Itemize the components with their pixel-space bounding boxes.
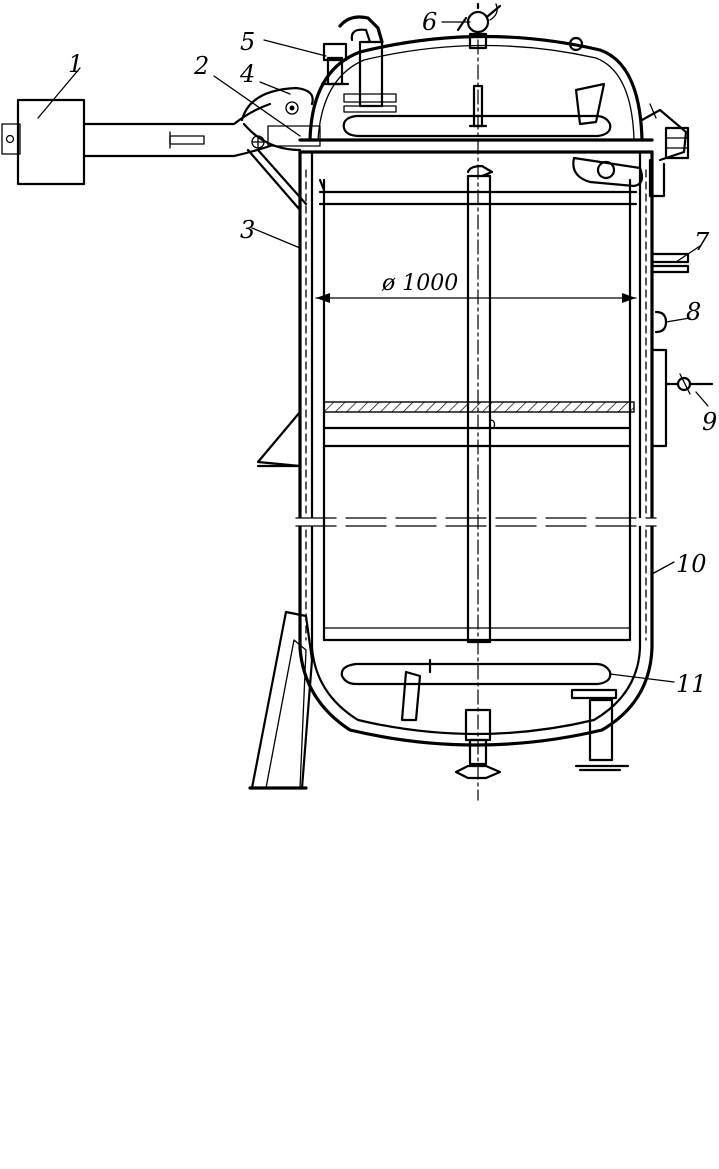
diameter-dimension: ø 1000 xyxy=(315,271,637,303)
leader-lines xyxy=(37,21,709,683)
vessel-shell xyxy=(298,150,654,747)
sight-glass xyxy=(650,310,668,448)
steam-inlet-pipe xyxy=(338,15,612,138)
central-rod xyxy=(466,39,496,801)
label-10: 10 xyxy=(676,550,707,578)
label-7: 7 xyxy=(694,228,710,256)
bottom-drain xyxy=(454,708,502,780)
lid-hinge xyxy=(246,125,321,212)
label-6: 6 xyxy=(422,8,437,36)
basket-bracket xyxy=(572,156,644,188)
top-gauge-valve xyxy=(456,2,502,128)
dimension-text: ø 1000 xyxy=(381,271,458,296)
support-leg xyxy=(248,610,314,790)
safety-valve xyxy=(320,42,350,86)
break-line xyxy=(295,517,657,527)
outlet-valve xyxy=(570,688,630,772)
lid-clamp xyxy=(640,103,690,198)
lid-deflector xyxy=(574,82,606,126)
side-bracket xyxy=(256,410,302,468)
label-3: 3 xyxy=(240,216,255,244)
label-8: 8 xyxy=(686,298,701,326)
drain-tap xyxy=(664,373,714,395)
label-9: 9 xyxy=(702,408,717,436)
steam-distributor xyxy=(340,658,612,722)
water-inlet xyxy=(650,252,690,274)
label-11: 11 xyxy=(676,670,707,698)
label-2: 2 xyxy=(193,52,209,80)
label-1: 1 xyxy=(68,50,83,78)
label-4: 4 xyxy=(239,60,255,88)
label-5: 5 xyxy=(240,28,255,56)
counterweight xyxy=(1,98,86,186)
